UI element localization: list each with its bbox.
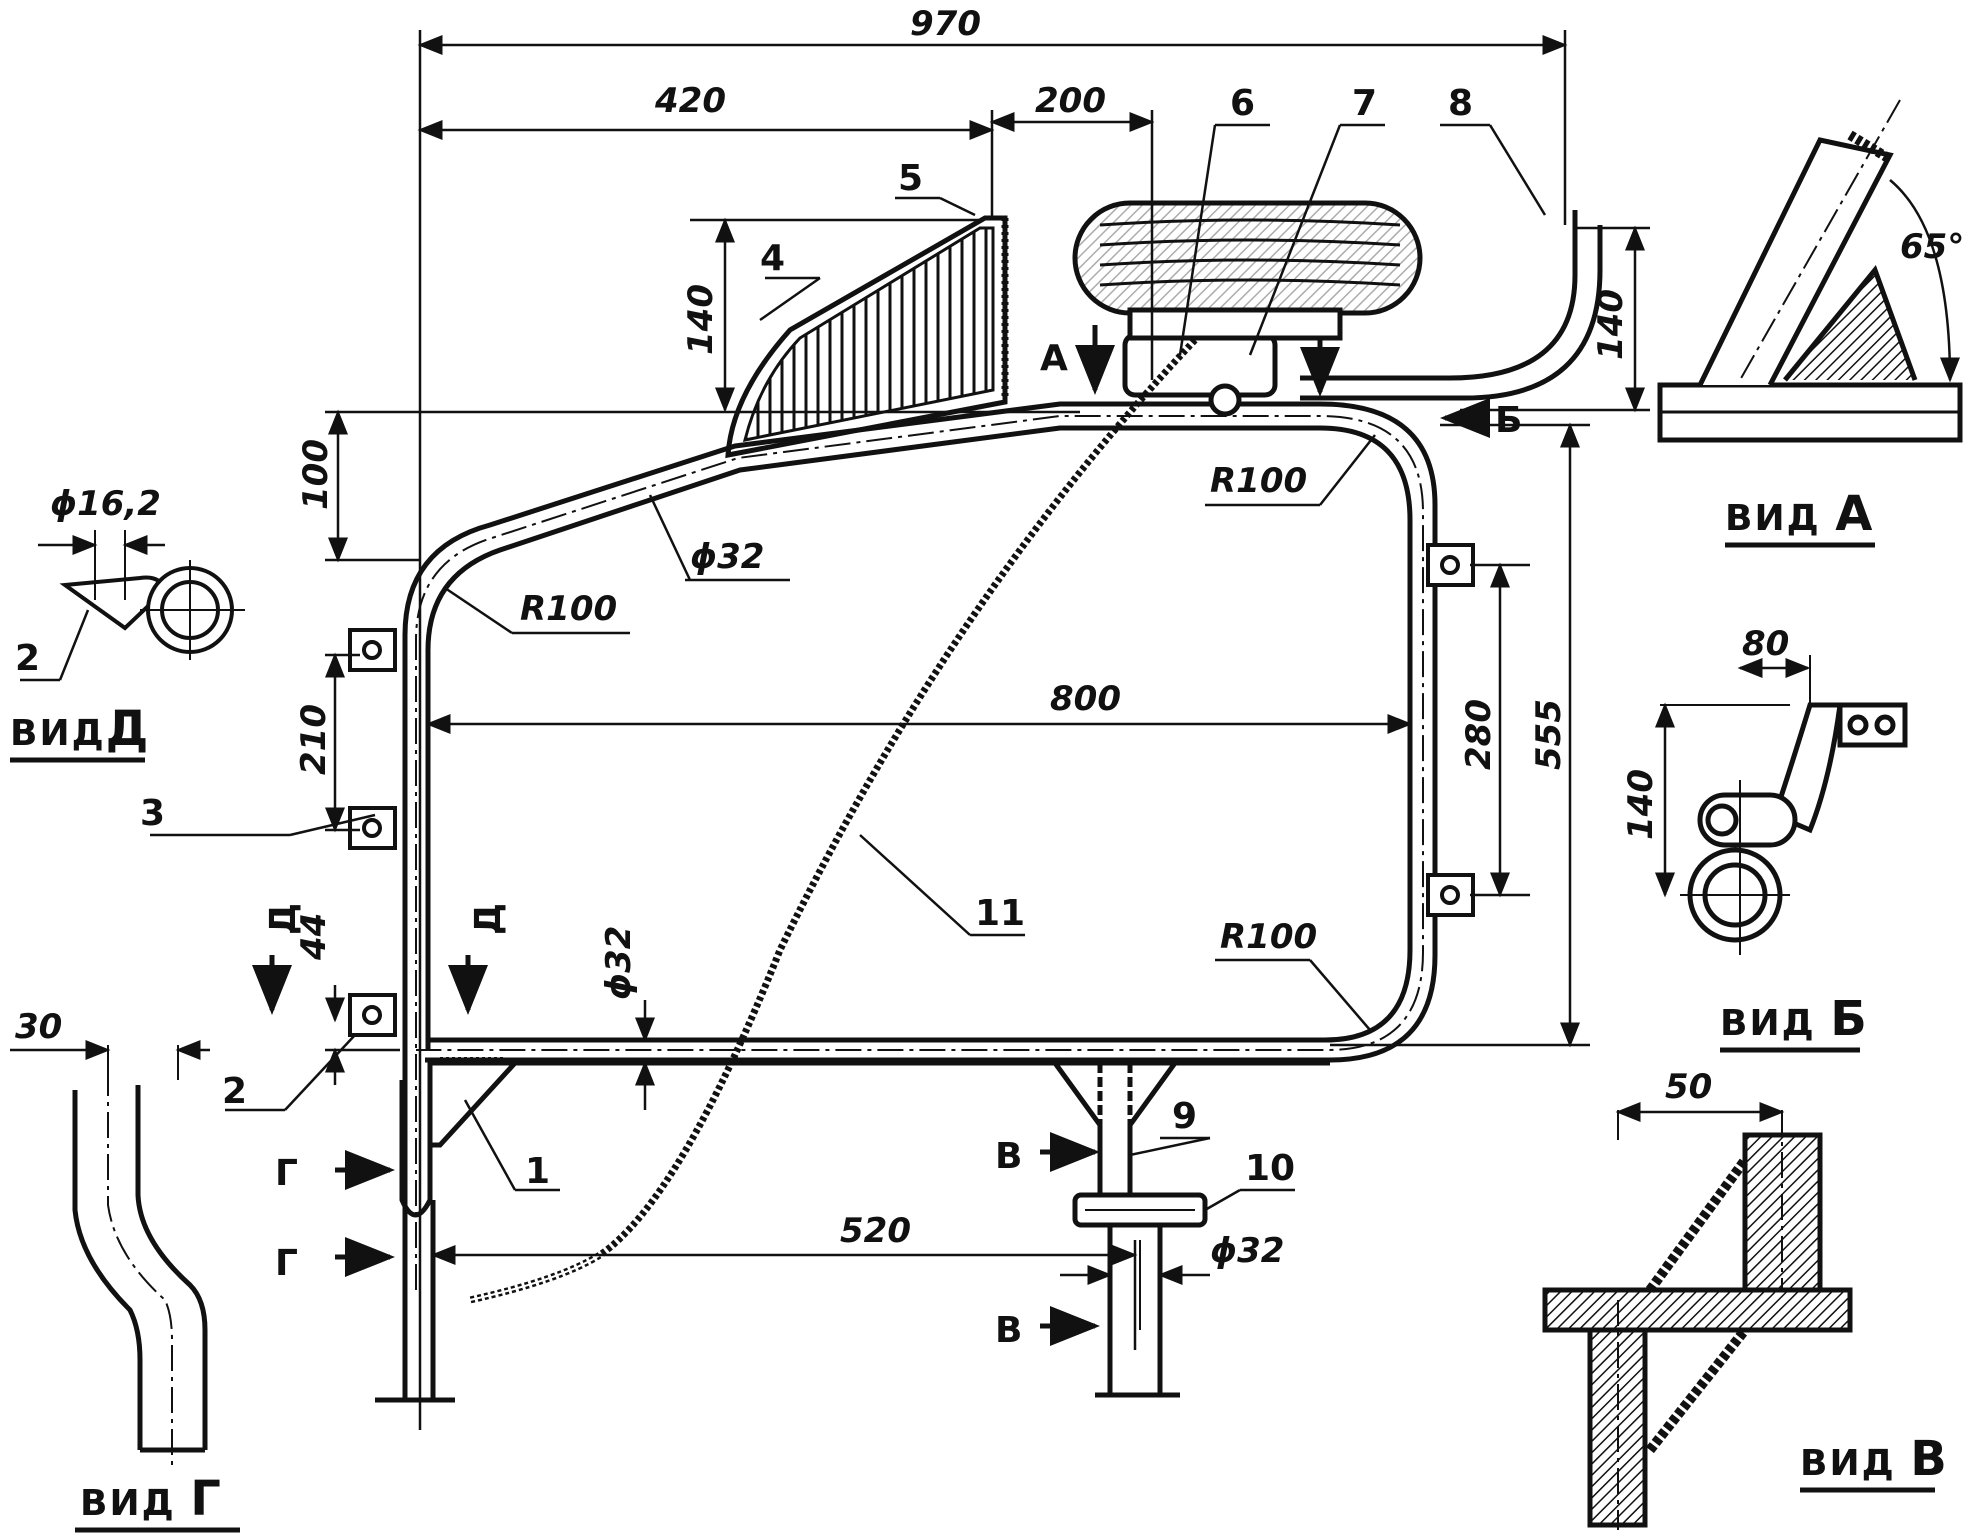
dim-520: 520 (840, 1211, 911, 1251)
section-d-right: Д (468, 901, 509, 935)
frame-center-line (415, 415, 1424, 1290)
callout-9: 9 (1172, 1096, 1197, 1137)
dim-100: 100 (296, 439, 336, 510)
view-v-drawing (1542, 1102, 1935, 1530)
center-post (1052, 1061, 1208, 1398)
view-a-drawing (1657, 99, 1963, 548)
dim-200: 200 (1035, 81, 1106, 121)
callout-2-view: 2 (15, 638, 40, 679)
dim-65deg: 65° (1900, 227, 1964, 267)
main-frame (375, 401, 1438, 1403)
section-a: А (1040, 338, 1070, 379)
dim-r100-top-right: R100 (1210, 461, 1307, 501)
view-d-drawing (10, 530, 245, 763)
dim-50: 50 (1665, 1067, 1712, 1107)
callout-numbers: 1 2 3 4 5 6 7 8 9 10 11 2 (15, 83, 1473, 1192)
view-d-title: ВИДД (10, 701, 150, 757)
callout-5: 5 (898, 158, 923, 199)
arm-8 (1300, 210, 1603, 401)
frame-tube-inner (425, 425, 1413, 1050)
callout-2-main: 2 (222, 1071, 247, 1112)
dim-80: 80 (1742, 624, 1789, 664)
view-v-title: ВИД В (1800, 1431, 1949, 1487)
dim-140-right: 140 (1591, 289, 1631, 360)
left-post-end (399, 1080, 433, 1218)
view-b-title: ВИД Б (1720, 991, 1869, 1047)
dim-140-view-b: 140 (1621, 769, 1661, 840)
view-a-title: ВИД А (1725, 486, 1874, 542)
dim-280: 280 (1459, 699, 1499, 770)
section-letters: А Б Д Д Г Г В В (263, 338, 1524, 1351)
brackets-right (1426, 543, 1475, 917)
section-v-top: В (995, 1136, 1024, 1177)
frame-tube-outer (402, 401, 1438, 1290)
callout-6: 6 (1230, 83, 1255, 124)
gusset-1 (427, 1060, 521, 1148)
callout-11: 11 (975, 893, 1025, 934)
section-g-bottom: Г (275, 1243, 300, 1284)
dim-30: 30 (15, 1007, 62, 1047)
view-b-drawing (1655, 655, 1908, 1053)
dim-phi32-top: ϕ32 (690, 537, 764, 577)
mirror-4 (725, 215, 1009, 459)
dimension-texts: 970 420 200 140 100 ϕ32 R100 R100 R100 8… (15, 4, 1964, 1271)
callout-3: 3 (140, 793, 165, 834)
dimension-lines (325, 30, 1650, 1430)
section-b: Б (1495, 400, 1524, 441)
callout-leaders (150, 123, 1547, 1212)
dim-phi16: ϕ16,2 (50, 484, 161, 524)
section-d-left: Д (263, 901, 304, 935)
section-arrows (252, 325, 1490, 1346)
dim-phi32-post: ϕ32 (1210, 1231, 1284, 1271)
view-titles: ВИД А ВИД Б ВИД В ВИД Г ВИДД (10, 486, 1949, 1527)
view-g-title: ВИД Г (80, 1471, 223, 1527)
lamp-unit (1072, 200, 1423, 417)
brackets-left (348, 628, 397, 1037)
dim-r100-top-left: R100 (520, 589, 617, 629)
callout-10: 10 (1245, 1148, 1295, 1189)
cable-11 (469, 337, 1198, 1304)
dim-210: 210 (294, 704, 334, 775)
dim-800: 800 (1050, 679, 1121, 719)
callout-7: 7 (1352, 83, 1377, 124)
callout-1: 1 (525, 1151, 550, 1192)
section-v-bottom: В (995, 1310, 1024, 1351)
dim-140-mirror: 140 (681, 284, 721, 355)
dim-970: 970 (910, 4, 981, 44)
callout-8: 8 (1448, 83, 1473, 124)
dim-555: 555 (1529, 699, 1569, 770)
dim-phi32-bottom: ϕ32 (599, 926, 639, 1000)
dim-44: 44 (294, 913, 334, 961)
section-g-top: Г (275, 1153, 300, 1194)
callout-4: 4 (760, 238, 785, 279)
dim-r100-bottom-right: R100 (1220, 917, 1317, 957)
view-g-drawing (10, 1040, 240, 1533)
dim-420: 420 (654, 81, 726, 121)
